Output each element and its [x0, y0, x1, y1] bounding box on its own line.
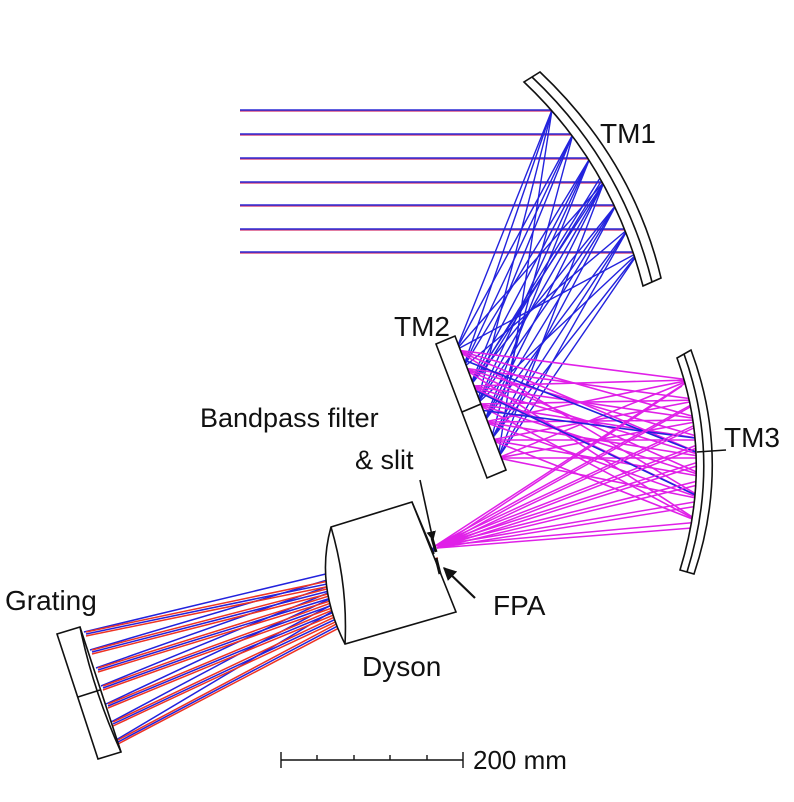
tm2-label: TM2	[394, 311, 450, 342]
tm3-to-slit-ray	[434, 379, 691, 547]
tm1-to-tm2-ray	[497, 251, 640, 459]
tm1-to-tm2-ray	[497, 109, 553, 459]
tm1-to-tm2-ray	[469, 157, 591, 387]
tm1-mirror	[522, 70, 662, 288]
dyson-lens	[324, 501, 458, 645]
tm2-to-tm3-ray	[483, 419, 707, 423]
tm1-to-tm2-ray	[483, 181, 605, 423]
tm1-to-tm2-ray	[462, 157, 591, 369]
tm1-to-tm2-ray	[490, 228, 629, 441]
fpa-arrow	[443, 567, 476, 599]
bandpass-filter-label: Bandpass filter	[200, 403, 379, 433]
tm1-to-tm2-ray	[455, 109, 553, 351]
tm2-to-tm3-ray	[455, 349, 707, 421]
tm1-to-tm2-ray	[497, 228, 629, 459]
tm1-to-tm2-ray	[455, 251, 640, 351]
tm2-to-tm3-ray	[462, 367, 701, 523]
tm3-to-slit-ray	[434, 521, 701, 547]
tm3-to-slit-ray	[436, 405, 693, 549]
tm1-to-tm2-ray	[462, 228, 629, 369]
tm2-to-tm3-ray	[455, 349, 691, 381]
tm2-to-tm3-blue-ray	[469, 387, 707, 501]
tm2-to-tm3-ray	[462, 367, 711, 441]
tm2-to-tm3-ray-bundle	[455, 349, 712, 523]
fpa-detector	[434, 557, 442, 575]
grating	[55, 626, 123, 760]
tm1-to-tm2-ray	[455, 181, 605, 351]
scale-label: 200 mm	[473, 745, 567, 775]
tm1-to-tm2-ray	[483, 228, 629, 423]
fpa-label: FPA	[493, 590, 546, 621]
tm3-mirror	[676, 348, 727, 575]
dyson-label: Dyson	[362, 651, 441, 682]
tm3-to-slit-ray	[436, 527, 693, 549]
tm3-to-slit-ray-bundle	[434, 379, 712, 549]
tm1-to-tm2-ray	[497, 181, 605, 459]
tm3-label: TM3	[724, 422, 780, 453]
tm2-to-tm3-ray	[462, 367, 701, 401]
tm2-mirror	[434, 334, 508, 480]
tm2-to-tm3-ray	[497, 379, 691, 459]
tm2-to-tm3-ray	[469, 379, 691, 387]
tm1-to-tm2-ray	[476, 157, 591, 405]
tm3-to-slit-ray	[436, 483, 703, 549]
tm2-to-tm3-blue-ray	[479, 409, 711, 441]
input-ray-bundle	[240, 109, 639, 254]
tm2-to-tm3-ray	[476, 399, 701, 405]
slit-label: & slit	[355, 445, 414, 475]
tm1-to-tm2-ray	[462, 133, 574, 369]
tm1-to-tm2-ray	[469, 204, 617, 387]
tm1-label: TM1	[600, 118, 656, 149]
tm3-to-slit-ray	[436, 505, 699, 549]
tm3-to-slit-ray	[434, 439, 711, 547]
tm2-to-tm3-ray	[497, 457, 707, 501]
grating-label: Grating	[5, 585, 97, 616]
tm2-to-tm3-blue-ray	[463, 359, 712, 459]
tm2-to-tm3-ray	[462, 367, 711, 479]
tm1-to-tm2-ray	[476, 204, 617, 405]
tm1-to-tm2-ray	[483, 204, 617, 423]
tm1-to-tm2-ray	[490, 204, 617, 441]
tm3-to-slit-ray	[434, 419, 707, 547]
bandpass-arrow	[419, 479, 436, 541]
tm3-to-slit-ray	[436, 385, 683, 549]
scale-bar	[280, 752, 464, 768]
tm2-to-tm3-ray	[469, 385, 707, 421]
tm1-to-tm2-ray	[469, 133, 574, 387]
tm3-to-slit-ray	[434, 477, 711, 547]
tm3-to-slit-ray	[434, 457, 712, 547]
tm2-to-tm3-ray	[490, 399, 701, 441]
tm3-to-slit-ray	[434, 399, 701, 547]
tm1-to-tm2-chief-ray	[479, 177, 601, 373]
tm1-to-tm2-ray	[455, 133, 574, 351]
tm1-to-tm2-chief-ray	[481, 179, 603, 375]
tm3-to-slit-ray	[434, 499, 707, 547]
